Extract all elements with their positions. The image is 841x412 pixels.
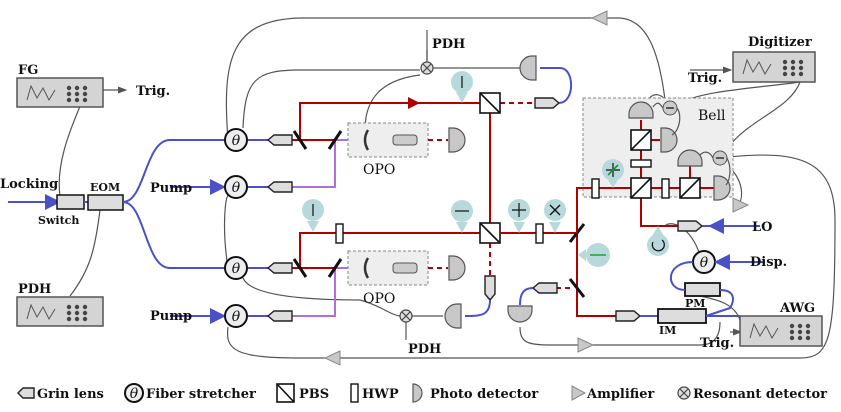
photo-detector bbox=[448, 127, 466, 153]
legend-item-photo-detector: Photo detector bbox=[412, 383, 538, 403]
digitizer-label: Digitizer bbox=[748, 35, 812, 50]
opo-upper-label: OPO bbox=[363, 162, 395, 178]
fiber-stretcher: θ bbox=[692, 250, 716, 274]
awg-label: AWG bbox=[779, 301, 815, 316]
fiber-stretcher: θ bbox=[224, 175, 248, 199]
vertical-tilt-actuator-icon bbox=[302, 199, 324, 232]
diagonal-tilt-actuator-icon bbox=[544, 199, 566, 233]
green-translation-actuator-icon bbox=[578, 243, 610, 267]
svg-text:θ: θ bbox=[232, 133, 241, 149]
pbs bbox=[479, 222, 501, 244]
green-xy-actuator-icon bbox=[602, 159, 624, 188]
pump-lower-label: Pump bbox=[150, 309, 192, 324]
legend-item-resonant-detector: Resonant detector bbox=[677, 386, 827, 402]
svg-text:Photo detector: Photo detector bbox=[430, 387, 538, 402]
svg-text:θ: θ bbox=[232, 261, 241, 277]
intensity-modulator bbox=[657, 308, 707, 324]
svg-text:Fiber stretcher: Fiber stretcher bbox=[146, 387, 256, 402]
pbs bbox=[479, 92, 501, 114]
electrical-cables bbox=[58, 17, 836, 359]
fg-trig-label: Trig. bbox=[136, 84, 170, 99]
svg-text:HWP: HWP bbox=[362, 387, 399, 402]
digitizer-trig-label: Trig. bbox=[688, 71, 722, 86]
svg-text:θ: θ bbox=[130, 386, 139, 402]
horizontal-tilt-actuator-icon bbox=[451, 200, 473, 233]
svg-text:Amplifier: Amplifier bbox=[586, 387, 655, 402]
svg-text:θ: θ bbox=[232, 180, 241, 196]
awg bbox=[739, 315, 823, 347]
eom-label: EOM bbox=[90, 181, 120, 194]
phase-modulator bbox=[684, 282, 721, 297]
svg-text:PBS: PBS bbox=[299, 387, 329, 402]
pm-label: PM bbox=[685, 297, 705, 310]
pdh-bottom-label: PDH bbox=[408, 342, 441, 357]
opo-lower-label: OPO bbox=[363, 291, 395, 307]
legend-item-amplifier: Amplifier bbox=[571, 385, 655, 402]
fiber-stretcher-icon: θ bbox=[124, 383, 144, 403]
fiber-stretcher: θ bbox=[224, 304, 248, 328]
disp-label: Disp. bbox=[750, 255, 787, 270]
xy-translation-actuator-icon bbox=[508, 199, 530, 233]
amplifier bbox=[577, 337, 594, 353]
legend-item-pbs: PBS bbox=[276, 383, 329, 403]
svg-text:Resonant detector: Resonant detector bbox=[693, 387, 827, 402]
legend-item-hwp: HWP bbox=[350, 383, 399, 403]
opo-lower bbox=[347, 250, 429, 286]
opo-upper bbox=[347, 122, 429, 158]
legend-item-fiber-stretcher: θ Fiber stretcher bbox=[124, 383, 256, 403]
rotation-actuator-icon bbox=[647, 226, 669, 256]
svg-text:θ: θ bbox=[232, 309, 241, 325]
resonant-detector-icon bbox=[677, 386, 691, 400]
bell-label: Bell bbox=[698, 108, 726, 124]
switch-label: Switch bbox=[38, 214, 79, 227]
amplifier-icon bbox=[571, 385, 587, 401]
locking-label: Locking bbox=[0, 177, 58, 192]
pbs-icon bbox=[276, 383, 295, 403]
awg-trig-label: Trig. bbox=[700, 336, 734, 351]
lo-label: LO bbox=[752, 220, 772, 235]
photo-detector bbox=[448, 255, 466, 281]
hwp-icon bbox=[350, 383, 359, 403]
fiber-stretcher: θ bbox=[224, 128, 248, 152]
legend: Grin lens θ Fiber stretcher PBS HWP Phot… bbox=[17, 383, 827, 403]
vertical-tilt-actuator-icon bbox=[451, 71, 473, 103]
grin-lens-icon bbox=[17, 387, 35, 399]
switch bbox=[56, 194, 85, 210]
resonant-detector bbox=[420, 61, 434, 75]
pdh-instrument bbox=[16, 296, 104, 327]
photo-detector-icon bbox=[412, 383, 423, 403]
svg-text:Grin lens: Grin lens bbox=[37, 387, 104, 402]
amplifier bbox=[591, 10, 608, 26]
eom bbox=[87, 194, 124, 211]
im-label: IM bbox=[659, 324, 676, 337]
digitizer bbox=[732, 51, 816, 83]
fg-label: FG bbox=[18, 63, 38, 78]
pdh-top-label: PDH bbox=[432, 37, 465, 52]
legend-item-grin-lens: Grin lens bbox=[17, 387, 104, 402]
svg-text:θ: θ bbox=[700, 255, 709, 271]
function-generator bbox=[16, 77, 104, 108]
pdh-left-label: PDH bbox=[18, 282, 51, 297]
resonant-detector bbox=[399, 309, 413, 323]
fiber-stretcher: θ bbox=[224, 256, 248, 280]
pump-upper-label: Pump bbox=[150, 181, 192, 196]
amplifier bbox=[324, 350, 341, 366]
bell-measurement: Bell bbox=[576, 97, 734, 233]
